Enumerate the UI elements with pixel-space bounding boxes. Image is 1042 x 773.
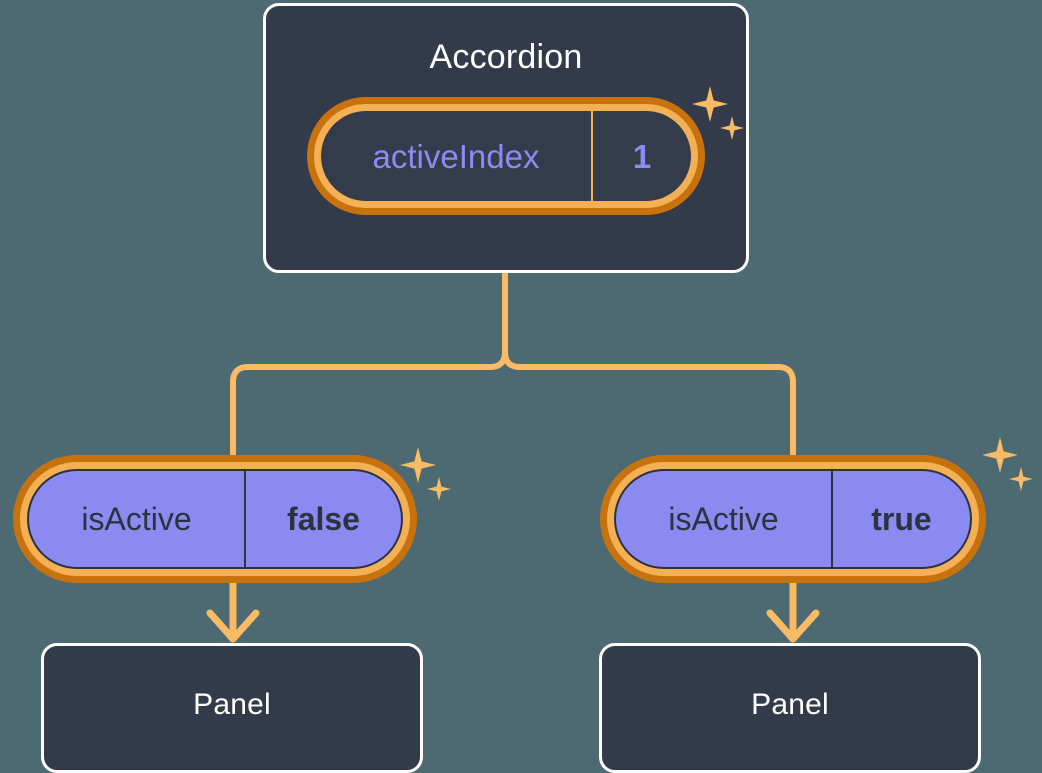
state-pill-is-active-true[interactable]: isActive true <box>600 455 986 583</box>
sparkle-small-icon <box>427 477 451 501</box>
state-key-is-active-left: isActive <box>29 471 246 567</box>
connector-branch-right <box>502 270 796 473</box>
sparkle-large-icon <box>400 447 436 483</box>
arrow-down-icon-left <box>206 578 260 643</box>
state-key-is-active-right: isActive <box>616 471 833 567</box>
panel-title-right: Panel <box>751 688 829 721</box>
panel-component-box-left[interactable]: Panel <box>41 643 423 773</box>
connector-branch-left <box>230 270 508 473</box>
state-pill-inner: isActive false <box>27 469 403 569</box>
sparkle-large-icon <box>982 437 1018 473</box>
accordion-title: Accordion <box>429 38 583 76</box>
arrow-down-icon-right <box>766 578 820 643</box>
state-value-active-index: 1 <box>632 137 652 175</box>
state-key-active-index: activeIndex <box>321 111 593 201</box>
state-pill-inner: isActive true <box>614 469 972 569</box>
state-pill-is-active-false[interactable]: isActive false <box>13 455 417 583</box>
panel-title-left: Panel <box>193 688 271 721</box>
state-pill-active-index[interactable]: activeIndex 1 <box>307 97 705 215</box>
state-value-is-active-left: false <box>287 501 360 537</box>
panel-component-box-right[interactable]: Panel <box>599 643 981 773</box>
sparkles-icon-right-state <box>982 437 1042 507</box>
state-value-is-active-right: true <box>871 501 932 537</box>
sparkle-small-icon <box>1009 467 1033 491</box>
state-pill-inner: activeIndex 1 <box>321 111 691 201</box>
